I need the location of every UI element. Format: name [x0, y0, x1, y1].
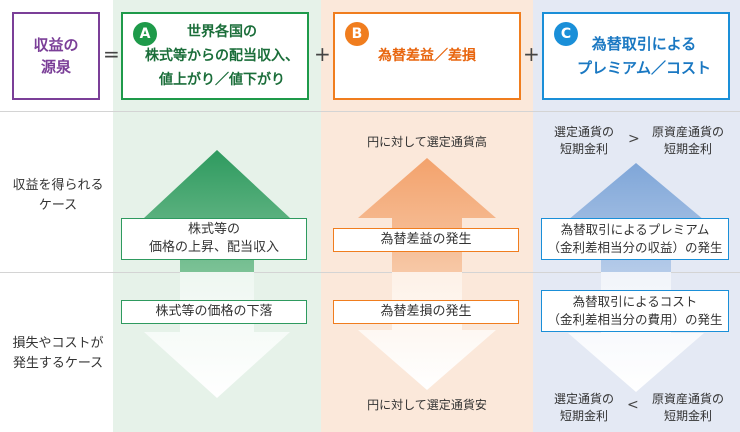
label-c-loss: 為替取引によるコスト （金利差相当分の費用）の発生: [541, 290, 729, 332]
row-divider-middle: [0, 272, 740, 273]
text-c-bottom-operator: <: [627, 397, 639, 413]
badge-b: B: [345, 22, 369, 46]
label-b-gain: 為替差益の発生: [333, 228, 519, 252]
header-b-title: 為替差益／差損: [378, 48, 476, 64]
label-b-loss: 為替差損の発生: [333, 300, 519, 324]
header-a-title: 世界各国の 株式等からの配当収入、 値上がり／値下がり: [145, 24, 299, 88]
source-box: 収益の 源泉: [12, 12, 100, 100]
text-c-top-left: 選定通貨の 短期金利: [553, 125, 614, 156]
header-box-b: B 為替差益／差損: [333, 12, 521, 100]
case-label-loss: 損失やコストが 発生するケース: [12, 336, 104, 371]
badge-a: A: [133, 22, 157, 46]
text-c-bottom-right: 原資産通貨の 短期金利: [651, 392, 724, 423]
plus-sign-2: +: [523, 42, 540, 66]
equals-sign: =: [103, 42, 120, 66]
header-c-title: 為替取引による プレミアム／コスト: [577, 35, 711, 77]
badge-c: C: [554, 22, 578, 46]
header-box-c: C 為替取引による プレミアム／コスト: [542, 12, 730, 100]
case-label-gain: 収益を得られる ケース: [12, 178, 104, 213]
up-arrow-b: [358, 158, 496, 272]
down-arrow-a: [144, 272, 290, 398]
label-c-gain: 為替取引によるプレミアム （金利差相当分の収益）の発生: [541, 218, 729, 260]
label-a-gain: 株式等の 価格の上昇、配当収入: [121, 218, 307, 260]
plus-sign-1: +: [314, 42, 331, 66]
down-arrow-b: [358, 272, 496, 390]
row-divider-top: [0, 111, 740, 112]
text-c-top-operator: >: [628, 131, 640, 147]
label-a-loss: 株式等の価格の下落: [121, 300, 307, 324]
text-b-top: 円に対して選定通貨高: [367, 135, 487, 149]
header-box-a: A 世界各国の 株式等からの配当収入、 値上がり／値下がり: [121, 12, 309, 100]
text-c-top-right: 原資産通貨の 短期金利: [651, 125, 724, 156]
text-c-bottom-left: 選定通貨の 短期金利: [553, 392, 614, 423]
text-b-bottom: 円に対して選定通貨安: [367, 398, 487, 412]
